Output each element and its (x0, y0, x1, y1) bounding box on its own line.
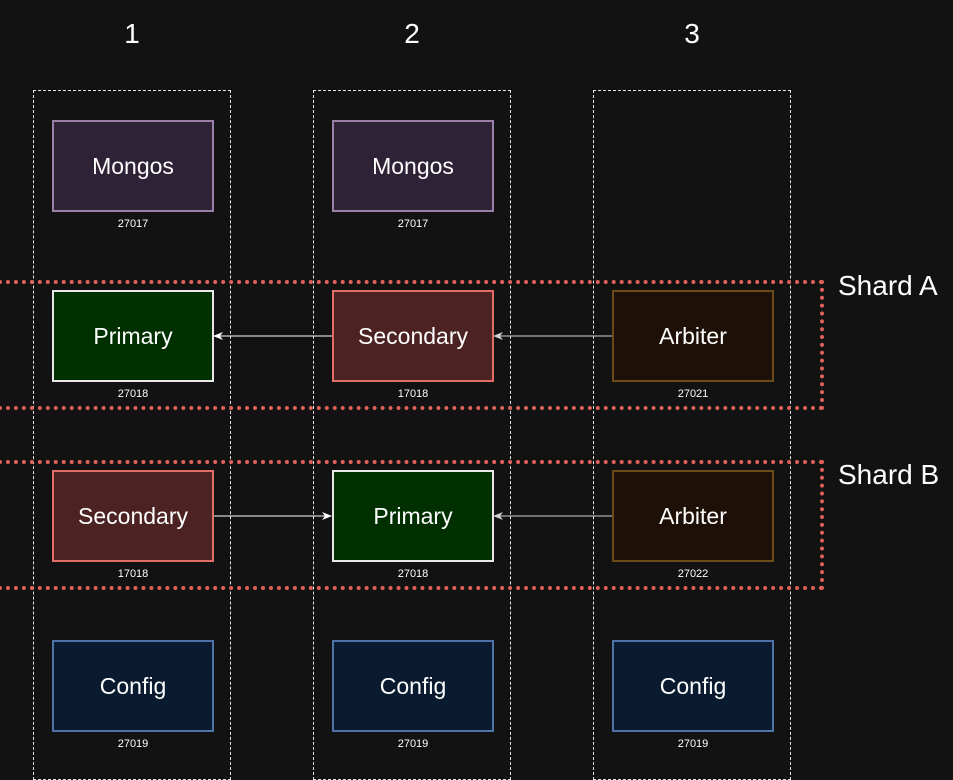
node-label: Secondary (358, 322, 468, 349)
node-label: Config (379, 672, 447, 699)
shard-a-label: Shard A (838, 270, 938, 301)
node-label: Arbiter (659, 322, 727, 349)
shard-b-secondary-node: Secondary (52, 470, 214, 562)
port-label: 17018 (397, 388, 429, 400)
port-label: 27019 (117, 738, 149, 750)
config-node-2: Config (332, 640, 494, 732)
node-label: Secondary (78, 502, 188, 529)
node-label: Config (99, 672, 167, 699)
config-node-3: Config (612, 640, 774, 732)
port-label: 27019 (677, 738, 709, 750)
port-label: 27018 (397, 568, 429, 580)
port-label: 27017 (397, 218, 429, 230)
shard-b-box (0, 460, 824, 590)
node-label: Primary (93, 322, 173, 349)
config-node-1: Config (52, 640, 214, 732)
port-label: 27022 (677, 568, 709, 580)
column-number-2: 2 (404, 18, 420, 49)
node-label: Config (659, 672, 727, 699)
shard-b-arbiter-node: Arbiter (612, 470, 774, 562)
node-label: Arbiter (659, 502, 727, 529)
node-label: Mongos (372, 152, 454, 179)
shard-b-label: Shard B (838, 459, 940, 490)
mongos-node-2: Mongos (332, 120, 494, 212)
port-label: 27018 (117, 388, 149, 400)
shard-a-box (0, 280, 824, 410)
shard-a-secondary-node: Secondary (332, 290, 494, 382)
port-label: 27017 (117, 218, 149, 230)
column-number-1: 1 (124, 18, 140, 49)
shard-a-primary-node: Primary (52, 290, 214, 382)
node-label: Mongos (92, 152, 174, 179)
port-label: 27019 (397, 738, 429, 750)
port-label: 27021 (677, 388, 709, 400)
column-number-3: 3 (684, 18, 700, 49)
shard-a-arbiter-node: Arbiter (612, 290, 774, 382)
node-label: Primary (373, 502, 453, 529)
port-label: 17018 (117, 568, 149, 580)
mongos-node-1: Mongos (52, 120, 214, 212)
